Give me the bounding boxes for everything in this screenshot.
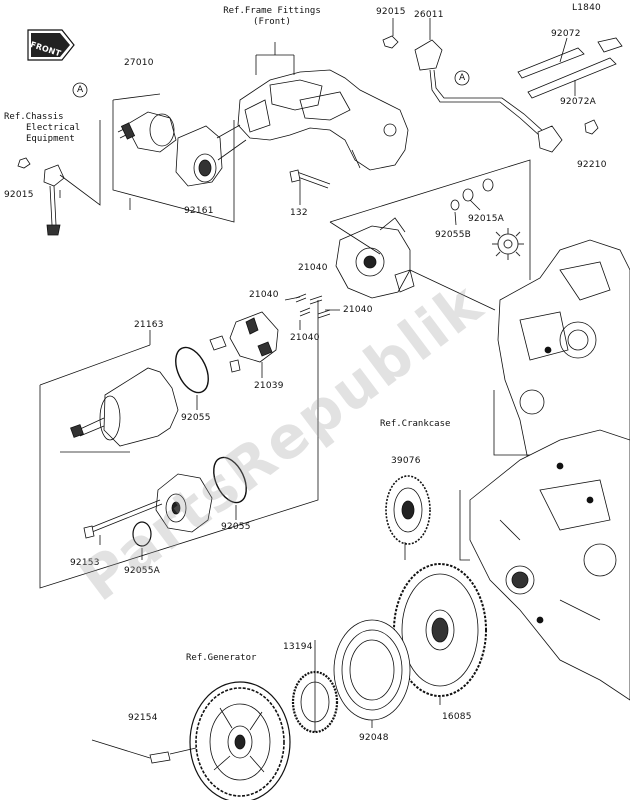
callout-a-left-letter: A	[77, 85, 84, 95]
o-ring-92055-upper	[175, 346, 209, 394]
part-21040-b: 21040	[249, 290, 279, 300]
part-16085: 16085	[442, 712, 472, 722]
part-21040-d: 21040	[290, 333, 320, 343]
part-27010: 27010	[124, 58, 154, 68]
callout-a-right-letter: A	[459, 73, 466, 83]
ref-frame-fittings-line2: (Front)	[253, 17, 291, 27]
part-92072A: 92072A	[560, 97, 596, 107]
brush-holder-21039	[209, 311, 279, 373]
part-92153: 92153	[70, 558, 100, 568]
diagram-code: L1840	[572, 3, 601, 13]
part-39076: 39076	[391, 456, 421, 466]
bolt-92154	[149, 751, 171, 764]
part-92154: 92154	[128, 713, 158, 723]
part-92015-left: 92015	[4, 190, 34, 200]
starter-end-cover	[335, 178, 494, 299]
part-92015A: 92015A	[468, 214, 504, 224]
part-21163: 21163	[134, 320, 164, 330]
bolt-132	[294, 171, 331, 189]
crankcase	[469, 239, 630, 701]
chassis-connector	[17, 120, 101, 236]
brush-springs	[295, 293, 331, 319]
ref-frame-fittings-line1: Ref.Frame Fittings	[223, 6, 321, 16]
starter-cable	[382, 35, 599, 153]
part-21039: 21039	[254, 381, 284, 391]
gear-icon	[492, 228, 524, 260]
ref-crankcase: Ref.Crankcase	[380, 419, 451, 429]
part-26011: 26011	[414, 10, 444, 20]
starter-motor-21163	[70, 367, 179, 447]
part-13194: 13194	[283, 642, 313, 652]
ref-chassis-electrical: Ref.Chassis Electrical Equipment	[0, 112, 104, 145]
part-92015-top: 92015	[376, 7, 406, 17]
part-92161: 92161	[184, 206, 214, 216]
part-92048: 92048	[359, 733, 389, 743]
starter-front-cover	[155, 473, 213, 533]
relay-cover-92161	[175, 125, 223, 187]
ref-chassis-line2: Electrical	[26, 123, 81, 133]
part-92072: 92072	[551, 29, 581, 39]
generator-rotor	[189, 681, 291, 800]
bolt-92153	[89, 499, 163, 533]
part-21040-c: 21040	[343, 305, 373, 315]
part-92055A: 92055A	[124, 566, 160, 576]
front-arrow-icon	[27, 29, 75, 61]
frame-fittings-bracket	[237, 42, 409, 171]
ref-chassis-line3: Equipment	[26, 134, 75, 144]
callout-a-right	[454, 70, 470, 86]
idler-gear-39076	[385, 475, 431, 545]
starter-relay-27010	[117, 111, 177, 153]
ref-frame-fittings: Ref.Frame Fittings (Front)	[212, 6, 332, 28]
part-21040-a: 21040	[298, 263, 328, 273]
ref-chassis-line1: Ref.Chassis	[4, 112, 64, 122]
part-92055B: 92055B	[435, 230, 472, 240]
part-92055-lower: 92055	[221, 522, 251, 532]
ref-generator: Ref.Generator	[186, 653, 257, 663]
callout-a-left	[72, 82, 88, 98]
part-92210: 92210	[577, 160, 607, 170]
part-92055-upper: 92055	[181, 413, 211, 423]
o-ring-92055-lower	[213, 456, 247, 504]
cable-ties	[517, 37, 623, 99]
relay-group-bracket	[112, 93, 235, 223]
starter-clutch-92048	[333, 619, 411, 721]
o-ring-92055A	[132, 521, 152, 547]
part-132: 132	[290, 208, 308, 218]
